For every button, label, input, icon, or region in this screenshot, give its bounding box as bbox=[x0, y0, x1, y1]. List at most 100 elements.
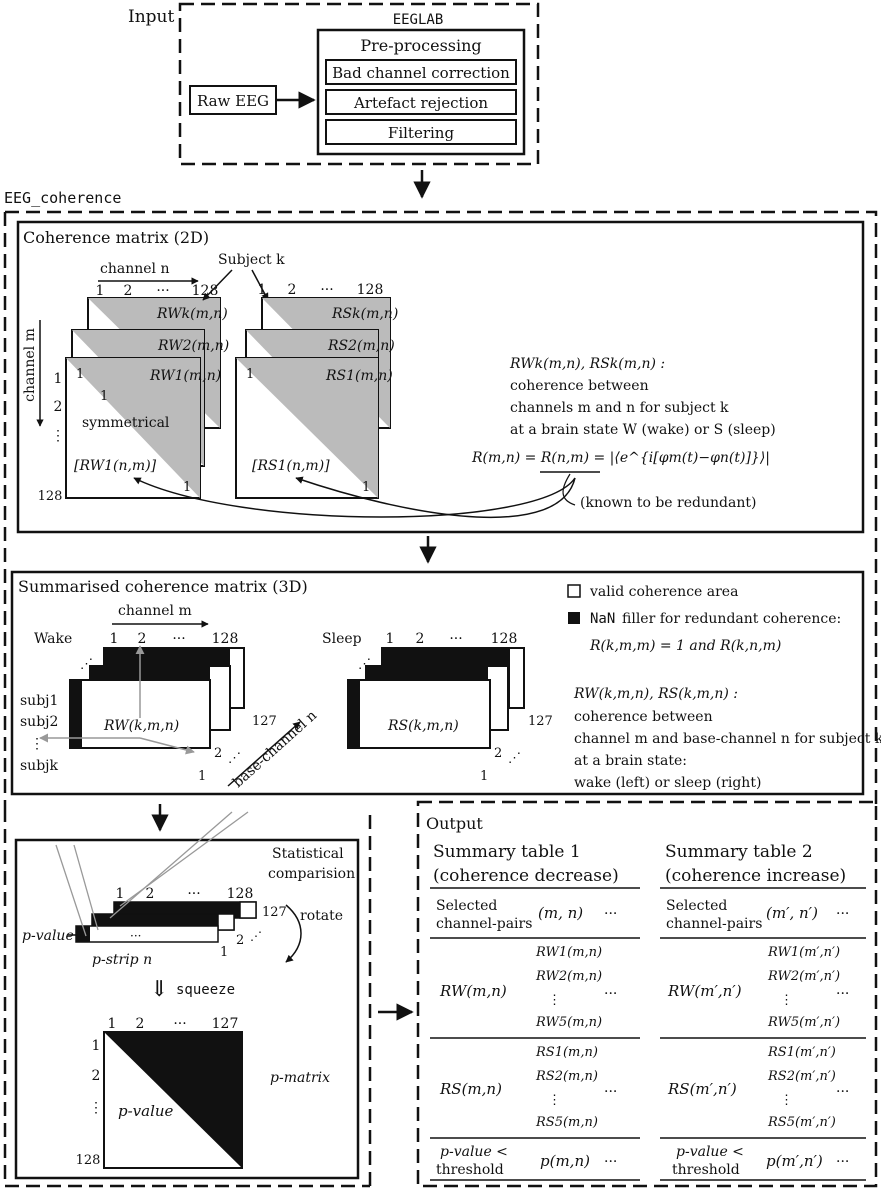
subject-k-arrow-sleep bbox=[251, 269, 269, 301]
input-section: Input EEGLAB Pre-processing Bad channel … bbox=[128, 2, 540, 166]
table1-selected-1: Selected bbox=[436, 898, 497, 914]
lower-left-frame bbox=[3, 808, 372, 1188]
table1-title-2: (coherence decrease) bbox=[433, 866, 619, 886]
coherence-legend-line-2: channels m and n for subject k bbox=[510, 400, 729, 416]
pm-tick-dots: ··· bbox=[173, 1016, 186, 1032]
strip-front-dots: ··· bbox=[130, 929, 141, 943]
wake-label-k: RWk(m,n) bbox=[156, 306, 228, 322]
wake-label: Wake bbox=[34, 631, 72, 647]
step-box-filtering bbox=[325, 119, 517, 145]
arrow-to-wake-lower bbox=[133, 477, 576, 518]
table2-pval-1: p-value < bbox=[676, 1144, 744, 1160]
gray-link-4 bbox=[119, 811, 249, 907]
output-frame bbox=[416, 800, 878, 1188]
summarised-matrix-3d: Summarised coherence matrix (3D) Wake ch… bbox=[10, 570, 881, 796]
preprocessing-title: Pre-processing bbox=[360, 36, 481, 55]
wake-matrix-stack: RWk(m,n) RW2(m,n) RW1(m,n) 1 1 symmetric… bbox=[65, 297, 229, 499]
table1-pval-2: threshold bbox=[436, 1162, 504, 1178]
table2-rs-dots: ··· bbox=[836, 1084, 849, 1100]
w3d-depth-dots: ⋰ bbox=[228, 751, 241, 766]
table1-rw-1: RW1(m,n) bbox=[535, 945, 602, 960]
summarised-legend-line-4: wake (left) or sleep (right) bbox=[574, 775, 761, 791]
statistical-comparison: Statistical comparision 1 2 ··· 128 ··· … bbox=[14, 811, 360, 1180]
table2-rs-2: RS2(m′,n′) bbox=[767, 1069, 836, 1084]
s3d-tick-dots: ··· bbox=[449, 631, 462, 647]
tick-left-2: 2 bbox=[54, 399, 63, 415]
wake-slab-mid-nan bbox=[90, 666, 210, 680]
gray-link-1 bbox=[55, 844, 87, 937]
tick-top-2: 2 bbox=[124, 283, 133, 299]
w3d-tick-1: 1 bbox=[110, 631, 119, 647]
input-frame bbox=[178, 2, 540, 166]
table1-rs: RS(m,n) bbox=[439, 1080, 502, 1098]
table2-rs: RS(m′,n′) bbox=[667, 1080, 737, 1098]
base-channel-arrow bbox=[227, 721, 301, 787]
rotate-label: rotate bbox=[300, 908, 343, 924]
coherence-legend-line-3: at a brain state W (wake) or S (sleep) bbox=[510, 422, 776, 438]
table2-pval-2: threshold bbox=[672, 1162, 740, 1178]
summarised-legend-line-3: at a brain state: bbox=[574, 753, 687, 769]
table2-title-2: (coherence increase) bbox=[665, 866, 846, 886]
w3d-tick-dots: ··· bbox=[172, 631, 185, 647]
sleep-dots-corner: ⋰ bbox=[358, 657, 371, 672]
pm-left-vdots: ⋮ bbox=[89, 1100, 103, 1116]
rotate-arrow bbox=[285, 904, 302, 963]
input-title: Input bbox=[128, 7, 174, 27]
p-matrix-label: p-matrix bbox=[270, 1070, 330, 1086]
table1-rw-vdots: ⋮ bbox=[548, 993, 561, 1008]
output-title-bg bbox=[420, 814, 468, 834]
legend-nan-mono: NaN bbox=[590, 611, 615, 627]
table1-pair: (m, n) bbox=[538, 904, 583, 922]
gray-link-3 bbox=[109, 811, 233, 919]
table2-selected-2: channel-pairs bbox=[666, 916, 762, 932]
p-matrix-value: p-value bbox=[118, 1102, 174, 1120]
s3d-depth-1: 1 bbox=[480, 769, 488, 784]
tick-top-dots: ··· bbox=[156, 283, 169, 299]
wake-label-1: RW1(m,n) bbox=[149, 368, 221, 384]
w3d-depth-1: 1 bbox=[198, 769, 206, 784]
pm-left-128: 128 bbox=[76, 1153, 101, 1168]
subj-label-2: subj2 bbox=[20, 714, 58, 730]
subj-label-1: subj1 bbox=[20, 693, 58, 709]
sleep-slab-front-nan bbox=[348, 680, 360, 748]
step-artefact: Artefact rejection bbox=[353, 94, 488, 112]
sleep-matrix-1-upper bbox=[236, 358, 378, 498]
s3d-tick-2: 2 bbox=[416, 631, 425, 647]
legend-nan-swatch bbox=[568, 612, 580, 624]
table2-pair-dots: ··· bbox=[836, 906, 849, 922]
strip-depth-dots: ⋰ bbox=[250, 929, 262, 943]
channel-m-3d-label: channel m bbox=[118, 603, 192, 619]
table2-rw-1: RW1(m′,n′) bbox=[767, 945, 840, 960]
sleep-tick-1: 1 bbox=[258, 282, 267, 298]
table1-rs-5: RS5(m,n) bbox=[535, 1115, 598, 1130]
s3d-depth-dots: ⋰ bbox=[508, 751, 521, 766]
channel-n-label: channel n bbox=[100, 261, 169, 277]
legend-valid-swatch bbox=[567, 584, 581, 598]
squeeze-label: squeeze bbox=[176, 982, 235, 998]
strip-depth-127: 127 bbox=[262, 905, 287, 920]
table2-selected-1: Selected bbox=[666, 898, 727, 914]
table2-rw: RW(m′,n′) bbox=[667, 982, 742, 1000]
wake-pointer-n bbox=[139, 737, 195, 755]
step-bad-channel: Bad channel correction bbox=[332, 64, 510, 82]
sleep-3d-stack: ⋰ RS(k,m,n) bbox=[347, 647, 525, 749]
squeeze-arrow-icon: ⇓ bbox=[150, 977, 168, 1002]
s3d-tick-128: 128 bbox=[491, 631, 518, 647]
sleep-tick-2: 2 bbox=[288, 282, 297, 298]
table1-rw-dots: ··· bbox=[604, 986, 617, 1002]
strip-tick-dots: ··· bbox=[187, 886, 200, 902]
strip-back-end bbox=[239, 901, 257, 919]
sleep-label: Sleep bbox=[322, 631, 362, 647]
channel-m-label: channel m bbox=[22, 328, 38, 402]
table2-rs-5: RS5(m′,n′) bbox=[767, 1115, 836, 1130]
wake-slab-front-nan bbox=[70, 680, 82, 748]
w3d-tick-2: 2 bbox=[138, 631, 147, 647]
wake-diag-1c: 1 bbox=[183, 480, 191, 495]
summarised-legend-line-1: coherence between bbox=[574, 709, 713, 725]
coherence-formula: R(m,n) = R(n,m) = |⟨e^{i[φm(t)−φn(t)]}⟩| bbox=[471, 450, 770, 466]
coherence-legend-line-1: coherence between bbox=[510, 378, 649, 394]
summarised-legend-line-2: channel m and base-channel n for subject… bbox=[574, 731, 881, 747]
table1-rs-2: RS2(m,n) bbox=[535, 1069, 598, 1084]
wake-3d-label: RW(k,m,n) bbox=[103, 718, 179, 734]
